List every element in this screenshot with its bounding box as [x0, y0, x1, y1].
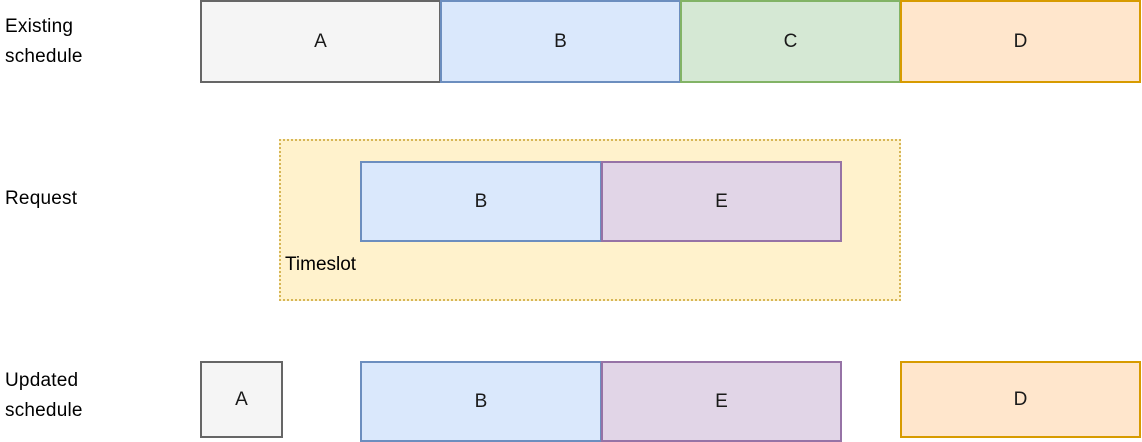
updated-block-d[interactable]: D [900, 361, 1141, 438]
existing-block-b-label: B [554, 30, 567, 52]
updated-block-a[interactable]: A [200, 361, 283, 438]
request-block-e[interactable]: E [601, 161, 842, 242]
row-label-existing-schedule: Existing schedule [5, 16, 83, 67]
updated-block-a-label: A [235, 388, 248, 410]
existing-block-d-label: D [1013, 30, 1028, 52]
request-block-b[interactable]: B [360, 161, 602, 242]
existing-block-b[interactable]: B [440, 0, 681, 83]
existing-block-a[interactable]: A [200, 0, 441, 83]
updated-block-e[interactable]: E [601, 361, 842, 442]
existing-block-a-label: A [314, 30, 327, 52]
row-label-updated-schedule: Updated schedule [5, 370, 83, 421]
updated-block-e-label: E [715, 390, 728, 412]
existing-block-c[interactable]: C [680, 0, 901, 83]
existing-block-c-label: C [783, 30, 798, 52]
updated-block-b-label: B [474, 390, 488, 412]
updated-block-b[interactable]: B [360, 361, 602, 442]
row-label-request: Request [5, 188, 78, 209]
updated-block-d-label: D [1013, 388, 1028, 410]
timeslot-label: Timeslot [285, 254, 357, 275]
request-block-b-label: B [474, 190, 488, 212]
request-block-e-label: E [715, 190, 728, 212]
existing-block-d[interactable]: D [900, 0, 1141, 83]
